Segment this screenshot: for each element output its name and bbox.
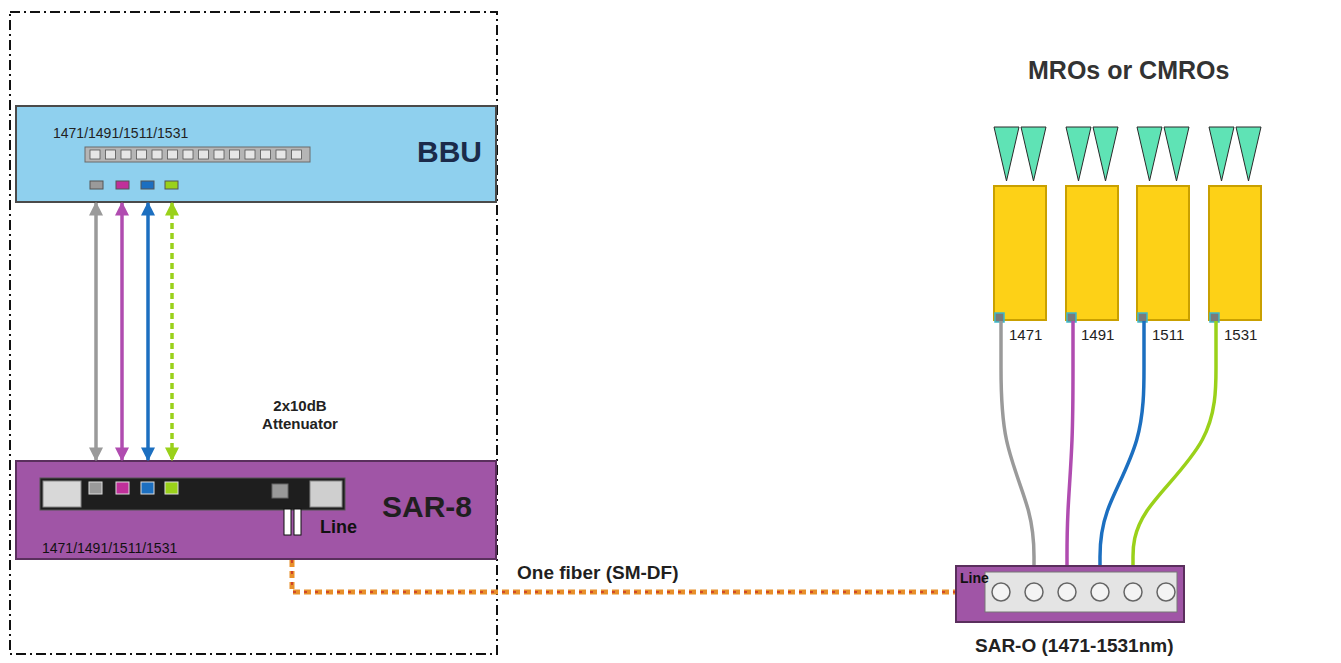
sar8-module xyxy=(310,481,342,507)
node-text: Line xyxy=(320,517,357,538)
antenna-symbol xyxy=(1137,127,1162,181)
bbu-ports xyxy=(90,150,302,159)
mro-box: 1471 xyxy=(993,185,1047,321)
port-symbol xyxy=(261,150,271,159)
antenna-symbol xyxy=(1021,127,1046,181)
port-symbol xyxy=(1157,583,1175,601)
sfp-green xyxy=(165,482,178,494)
antenna-symbol xyxy=(1066,127,1091,181)
label-holder: 2x10dB Attenuator xyxy=(255,397,345,433)
port-symbol xyxy=(137,150,147,159)
port-symbol xyxy=(199,150,209,159)
antenna-symbol xyxy=(1209,127,1234,181)
sar8-card xyxy=(40,478,345,510)
text-holder: 1491 xyxy=(1081,326,1114,343)
fiber-strand xyxy=(292,560,955,592)
port-symbol xyxy=(214,150,224,159)
fiber-jumper xyxy=(1067,321,1073,565)
antenna-symbol xyxy=(1236,127,1261,181)
antenna-symbol xyxy=(994,127,1019,181)
connector-label: One fiber (SM-DF) xyxy=(515,562,681,584)
port-symbol xyxy=(1025,583,1043,601)
antenna-symbol xyxy=(1093,127,1118,181)
port-symbol xyxy=(1091,583,1109,601)
sfp-green xyxy=(165,181,178,189)
port-symbol xyxy=(121,150,131,159)
port-symbol xyxy=(1067,313,1076,322)
node-title: SAR-8 xyxy=(382,490,472,524)
sar8-module xyxy=(43,481,81,507)
text-holder: Line xyxy=(960,570,989,586)
sfp-blue xyxy=(141,482,154,494)
text-holder: SAR-O (1471-1531nm) xyxy=(975,635,1174,657)
port-symbol xyxy=(1210,313,1219,322)
node-title: 1471 xyxy=(1009,326,1042,343)
node-title: BBU xyxy=(417,135,482,169)
port-symbol xyxy=(230,150,240,159)
port-symbol xyxy=(292,150,302,159)
sfp-grey xyxy=(89,482,102,494)
text-holder: 1471 xyxy=(1009,326,1042,343)
port-symbol xyxy=(168,150,178,159)
port-symbol xyxy=(1138,313,1147,322)
site-frame xyxy=(10,12,497,654)
group-title: MROs or CMROs xyxy=(1028,55,1229,85)
bbu-port-strip xyxy=(85,147,310,162)
mro-box: 1531 xyxy=(1208,185,1262,321)
fiber-jumper xyxy=(1001,321,1034,565)
port-symbol xyxy=(152,150,162,159)
node-title: 1531 xyxy=(1224,326,1257,343)
port-symbol xyxy=(995,313,1004,322)
antenna-group xyxy=(994,127,1261,181)
mro-box: 1511 xyxy=(1136,185,1190,321)
text-holder: SAR-8 xyxy=(382,490,472,524)
port-symbol xyxy=(90,150,100,159)
text-holder: Line xyxy=(320,517,357,538)
port-symbol xyxy=(1058,583,1076,601)
fiber-jumper xyxy=(170,203,174,460)
port-symbol xyxy=(245,150,255,159)
saro-ports xyxy=(992,583,1175,601)
node-title: Line xyxy=(960,570,989,586)
node-title: 1491 xyxy=(1081,326,1114,343)
port-symbol xyxy=(276,150,286,159)
fiber-jumper xyxy=(94,203,98,460)
port-symbol xyxy=(1124,583,1142,601)
text-holder: 1531 xyxy=(1224,326,1257,343)
sfp-purple xyxy=(116,482,129,494)
node-title: 1511 xyxy=(1152,326,1184,343)
text-holder: BBU xyxy=(417,135,482,169)
fiber-jumper xyxy=(146,203,150,460)
mro-box: 1491 xyxy=(1065,185,1119,321)
text-holder: 1471/1491/1511/1531 xyxy=(53,125,188,141)
port-symbol xyxy=(106,150,116,159)
attenuator xyxy=(284,509,291,535)
sfp-purple xyxy=(116,181,129,189)
text-holder: 1471/1491/1511/1531 xyxy=(42,540,177,556)
node-text: SAR-O (1471-1531nm) xyxy=(975,635,1174,657)
attenuator xyxy=(294,509,301,535)
saro-port-panel xyxy=(985,572,1177,612)
fiber-jumper xyxy=(120,203,124,460)
mro-ports xyxy=(995,313,1219,322)
fiber-jumper xyxy=(1133,321,1216,565)
sfp-blue xyxy=(141,181,154,189)
text-holder: 1511 xyxy=(1152,326,1184,343)
fiber-link xyxy=(292,560,955,592)
node-text: 1471/1491/1511/1531 xyxy=(53,125,188,141)
port-symbol xyxy=(992,583,1010,601)
label-holder: MROs or CMROs xyxy=(1028,55,1229,85)
line-port xyxy=(272,484,288,498)
antenna-symbol xyxy=(1164,127,1189,181)
sfp-grey xyxy=(90,181,103,189)
label-holder: One fiber (SM-DF) xyxy=(515,562,681,584)
port-symbol xyxy=(183,150,193,159)
node-text: 1471/1491/1511/1531 xyxy=(42,540,177,556)
attenuator-label: 2x10dB Attenuator xyxy=(255,397,345,433)
